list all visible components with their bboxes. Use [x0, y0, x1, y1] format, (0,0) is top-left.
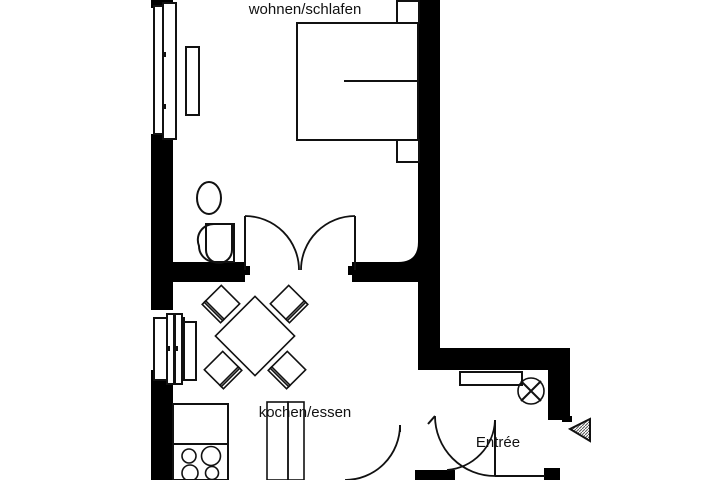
chair-se: [267, 350, 307, 390]
door-double-group: [244, 215, 356, 271]
wall-bottom-stub-c: [562, 416, 572, 422]
chair-nw-back: [201, 299, 226, 324]
chair-se-seat: [269, 350, 307, 388]
chair-nw-seat: [203, 284, 241, 322]
window-living-main-inner: [162, 2, 177, 140]
ceiling-light-circle: [517, 377, 545, 405]
chair-ne-seat: [269, 284, 307, 322]
furniture-living-sleeping: [196, 0, 420, 264]
dining-table: [214, 295, 296, 377]
kitchen-cabinet-right: [287, 401, 305, 480]
window-kitchen-tick-a: [166, 346, 170, 351]
stove-burner-1: [181, 448, 197, 464]
nightstand-upper: [396, 0, 420, 24]
chair-ne-back: [284, 299, 309, 324]
wall-structure: [151, 0, 572, 480]
stove-burner-3: [181, 464, 199, 480]
window-mullion-tick-a: [162, 52, 166, 57]
console-shelf: [459, 371, 523, 386]
window-mullion-tick-b: [162, 104, 166, 109]
room-label-wohnen-schlafen: wohnen/schlafen: [248, 1, 362, 18]
wall-entree-east: [548, 348, 570, 420]
chair-nw: [201, 284, 241, 324]
room-label-entree: Entrée: [476, 434, 520, 451]
window-kitchen-tick-b: [174, 346, 178, 351]
chair-sw: [203, 350, 243, 390]
door-kitchen-entree-arc: [344, 424, 401, 480]
room-labels: wohnen/schlafen kochen/essen Entrée: [248, 1, 520, 451]
room-label-kochen-essen: kochen/essen: [259, 404, 352, 421]
windows-group: [153, 2, 200, 385]
nightstand-lower: [396, 139, 420, 163]
entry-direction-marker-icon: [567, 417, 591, 443]
wall-west-seg-b: [151, 182, 173, 310]
chair-sw-back: [218, 365, 243, 390]
wall-entree-top: [418, 348, 570, 370]
door-entree-secondary-arc: [446, 419, 496, 471]
chair-sw-seat: [203, 350, 241, 388]
furniture-kitchen-dining: [172, 284, 401, 480]
wall-east-upper: [418, 0, 440, 152]
door-jamb-left: [236, 266, 250, 275]
door-double-left-arc: [244, 215, 300, 271]
wall-bottom-stub-a: [415, 470, 455, 480]
armchair-seat: [205, 223, 233, 264]
wall-partition-west: [173, 262, 245, 282]
wall-west-seg-c: [151, 370, 173, 480]
window-living-side: [185, 46, 200, 116]
door-entree-main-arc: [434, 415, 496, 477]
wash-basin: [196, 181, 222, 215]
ceiling-light-cross-b: [520, 380, 542, 402]
door-entree-main-leaf: [427, 415, 436, 425]
window-kitchen-pane-c: [183, 321, 197, 381]
wall-rounded-corner: [390, 230, 440, 282]
chair-se-back: [267, 365, 292, 390]
door-double-right-arc: [300, 215, 356, 271]
wall-east-lower: [418, 264, 440, 364]
stove-burner-2: [200, 445, 222, 467]
door-jamb-right: [348, 266, 364, 275]
chair-ne: [269, 284, 309, 324]
kitchen-counter: [172, 403, 229, 445]
wall-west-seg-a: [151, 134, 173, 182]
stove-cooktop: [172, 443, 229, 480]
furniture-entree: [427, 371, 591, 477]
wall-bottom-stub-b: [544, 468, 560, 480]
